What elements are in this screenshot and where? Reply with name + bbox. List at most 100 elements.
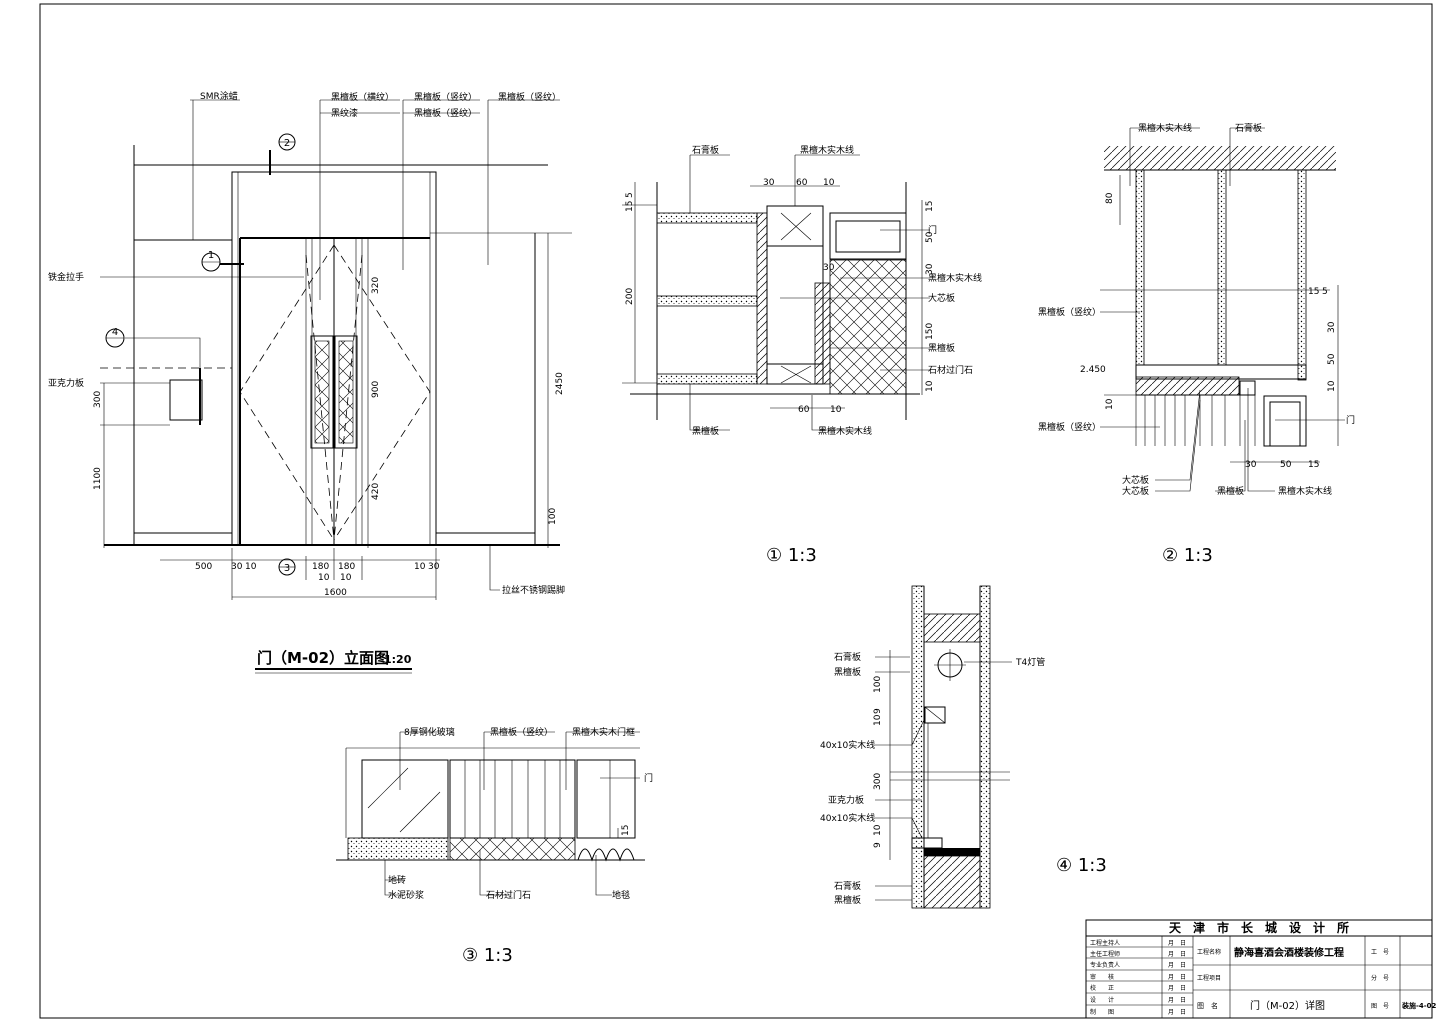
d1-dim-10c: 10 xyxy=(830,405,842,415)
elevation-leaders xyxy=(100,99,560,591)
d1-dim-50: 50 xyxy=(925,231,935,243)
dim-300: 300 xyxy=(93,391,103,408)
d2-label-door: 门 xyxy=(1346,414,1355,426)
tb-company: 天 津 市 长 城 设 计 所 xyxy=(1169,920,1349,935)
marker-1-text: 1 xyxy=(208,250,214,261)
tb-drawing: 门（M-02）详图 xyxy=(1250,999,1325,1012)
dim-100: 100 xyxy=(548,508,558,525)
dim-1600: 1600 xyxy=(324,588,347,598)
d1-dim-10: 10 xyxy=(823,178,835,188)
d2-label-elev: 2.450 xyxy=(1080,365,1106,375)
d2-dim-50: 50 xyxy=(1327,353,1337,365)
d1-label-line-mid: 黑檀木实木线 xyxy=(928,272,982,284)
d1-dim-15b: 15 xyxy=(925,201,935,212)
d2-label-core1: 大芯板 xyxy=(1122,474,1149,486)
tb-date-0: 月 日 xyxy=(1168,940,1186,947)
d4-label-panel: 黑檀板 xyxy=(834,666,861,678)
label-panel-h: 黑檀板（横纹） xyxy=(331,91,394,103)
tb-row-0: 工程主持人 xyxy=(1090,939,1120,947)
d1-scale: ① 1:3 xyxy=(766,545,817,566)
d4-scale: ④ 1:3 xyxy=(1056,855,1107,876)
tb-date-2: 月 日 xyxy=(1168,962,1186,969)
tb-row-5: 设 计 xyxy=(1090,996,1114,1004)
tb-fig-no: 装施-4-02 xyxy=(1401,1001,1437,1010)
tb-fig-name-label: 图 名 xyxy=(1197,1001,1218,1010)
d4-label-gypsum2: 石膏板 xyxy=(834,880,861,892)
tb-row-3: 审 核 xyxy=(1090,973,1114,981)
d2-dim-15: 15 xyxy=(1308,287,1319,297)
dim-2450: 2450 xyxy=(555,372,565,395)
d1-dim-30: 30 xyxy=(763,178,775,188)
d1-dim-60: 60 xyxy=(796,178,808,188)
d1-dim-30b: 30 xyxy=(925,263,935,275)
d4-label-panel2: 黑檀板 xyxy=(834,894,861,906)
detail-1 xyxy=(622,154,930,431)
d4-dim-100: 100 xyxy=(873,676,883,693)
d3-label-carpet: 地毯 xyxy=(612,889,630,901)
label-panel-v1: 黑檀板（竖纹） xyxy=(414,91,477,103)
d2-label-line-top: 黑檀木实木线 xyxy=(1138,122,1192,134)
tb-date-5: 月 日 xyxy=(1168,997,1186,1004)
dim-900: 900 xyxy=(371,381,381,398)
d1-label-stone: 石材过门石 xyxy=(928,364,973,376)
tb-proj-name-label: 工程名称 xyxy=(1197,948,1221,956)
detail-4 xyxy=(875,585,1012,909)
d1-label-gypsum: 石膏板 xyxy=(692,144,719,156)
tb-row-4: 校 正 xyxy=(1090,984,1114,992)
dim-10a: 10 xyxy=(245,562,257,572)
tb-div-label: 分 号 xyxy=(1371,974,1389,982)
d2-dim-80: 80 xyxy=(1105,192,1115,204)
tb-row-6: 制 图 xyxy=(1090,1008,1114,1016)
elevation-scale: 1:20 xyxy=(384,653,412,666)
label-panel-v3: 黑檀板（竖纹） xyxy=(498,91,561,103)
d1-label-door: 门 xyxy=(928,224,937,236)
d1-dim-30c: 30 xyxy=(823,263,835,273)
dim-30b: 30 xyxy=(428,562,440,572)
d2-dim-30b: 30 xyxy=(1245,460,1257,470)
d4-label-lamp: T4灯管 xyxy=(1015,656,1045,668)
tb-project: 静海喜酒会酒楼装修工程 xyxy=(1234,946,1344,959)
d4-dim-9: 9 xyxy=(873,708,883,714)
elevation-dimensions xyxy=(103,233,549,600)
d4-dim-300: 300 xyxy=(873,773,883,790)
elevation-title: 门（M-02）立面图 xyxy=(257,649,389,667)
sheet-border xyxy=(39,3,1433,1019)
d2-dim-5: 5 xyxy=(1322,287,1328,297)
tb-proj-item-label: 工程项目 xyxy=(1197,974,1221,982)
d4-label-acrylic: 亚克力板 xyxy=(828,794,864,806)
d3-scale: ③ 1:3 xyxy=(462,945,513,966)
tb-date-6: 月 日 xyxy=(1168,1009,1186,1016)
dim-180b: 180 xyxy=(338,562,355,572)
title-block-frame xyxy=(1085,919,1433,1019)
d1-dim-150: 150 xyxy=(925,323,935,340)
d3-dim-15: 15 xyxy=(621,825,631,836)
detail-3 xyxy=(336,731,645,896)
d4-dim-10: 10 xyxy=(873,714,883,726)
wood-grain xyxy=(1144,395,1256,446)
label-black-paint: 黑纹漆 xyxy=(331,107,358,119)
d3-label-glass: 8厚钢化玻璃 xyxy=(404,726,455,738)
marker-4-text: 4 xyxy=(112,327,118,338)
d2-label-black-panel: 黑檀板 xyxy=(1217,485,1244,497)
dim-180a: 180 xyxy=(312,562,329,572)
d2-dim-50b: 50 xyxy=(1280,460,1292,470)
tb-date-3: 月 日 xyxy=(1168,974,1186,981)
d2-label-core2: 大芯板 xyxy=(1122,485,1149,497)
dim-500: 500 xyxy=(195,562,212,572)
d4-label-line1: 40x10实木线 xyxy=(820,739,875,751)
d4-label-line2: 40x10实木线 xyxy=(820,812,875,824)
d3-label-stone: 石材过门石 xyxy=(486,889,531,901)
d3-label-mortar: 水泥砂浆 xyxy=(388,889,424,901)
d1-dim-60b: 60 xyxy=(798,405,810,415)
d2-label-panel-v2: 黑檀板（竖纹） xyxy=(1038,421,1101,433)
label-panel-v2: 黑檀板（竖纹） xyxy=(414,107,477,119)
d3-label-door: 门 xyxy=(644,772,653,784)
marker-3-text: 3 xyxy=(284,563,290,574)
d2-dim-10: 10 xyxy=(1327,380,1337,392)
dim-320: 320 xyxy=(371,277,381,294)
d4-dim-9b: 9 xyxy=(873,842,883,848)
d1-dim-10b: 10 xyxy=(925,380,935,392)
tb-job-no-label: 工 号 xyxy=(1371,949,1389,956)
d2-dim-10b: 10 xyxy=(1105,398,1115,410)
